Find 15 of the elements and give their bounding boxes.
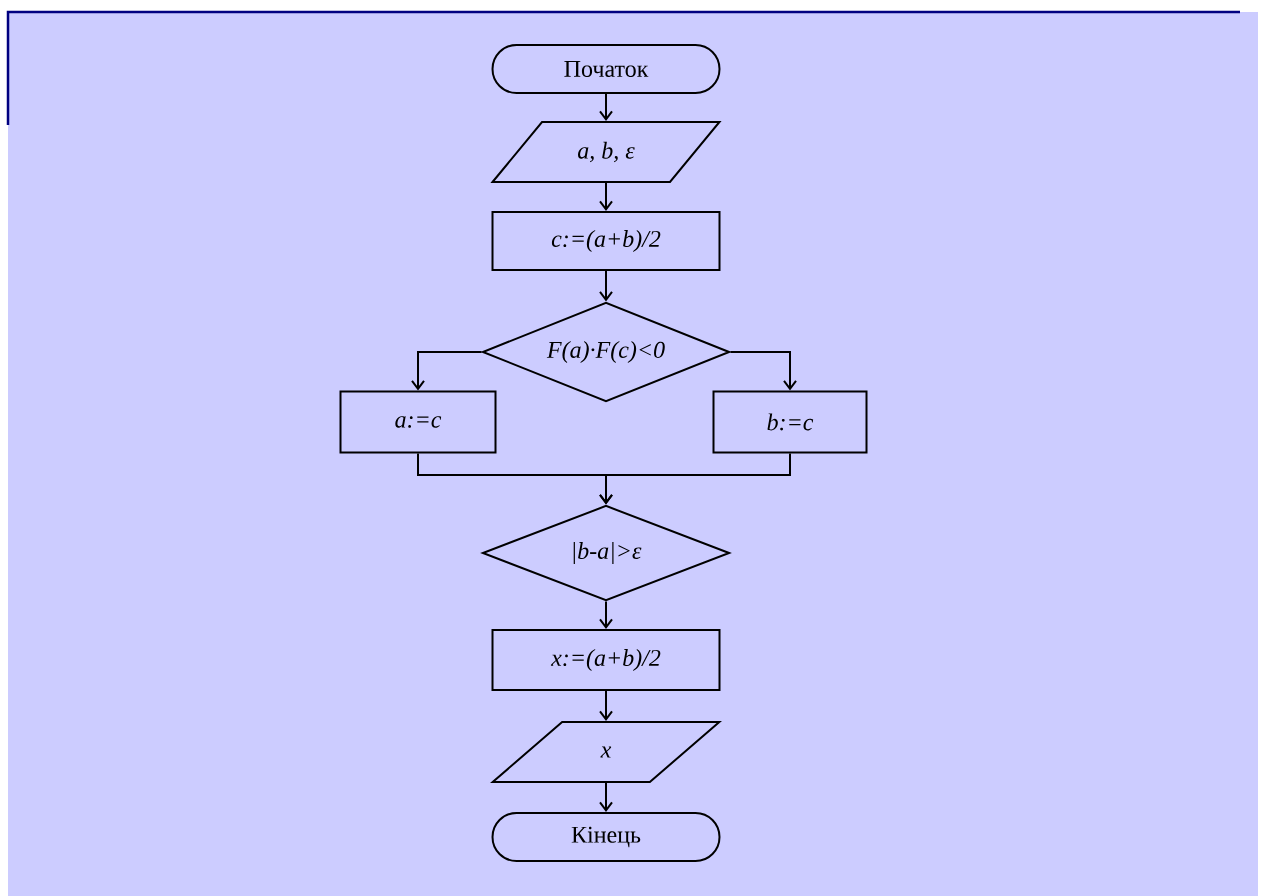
arrow — [599, 452, 791, 505]
arrow — [599, 782, 613, 812]
arrow — [599, 93, 613, 121]
process-box: c:=(a+b)/2 — [491, 211, 721, 271]
arrow — [599, 690, 613, 721]
arrow — [599, 600, 613, 629]
arrow — [599, 270, 613, 302]
arrow — [599, 182, 613, 211]
arrow — [411, 351, 483, 391]
terminal-box: Початок — [491, 44, 721, 94]
process-box: b:=c — [712, 390, 868, 454]
process-box: x:=(a+b)/2 — [491, 629, 721, 691]
arrow — [729, 351, 797, 391]
process-box: a:=c — [339, 390, 497, 454]
terminal-box: Кінець — [491, 812, 721, 862]
